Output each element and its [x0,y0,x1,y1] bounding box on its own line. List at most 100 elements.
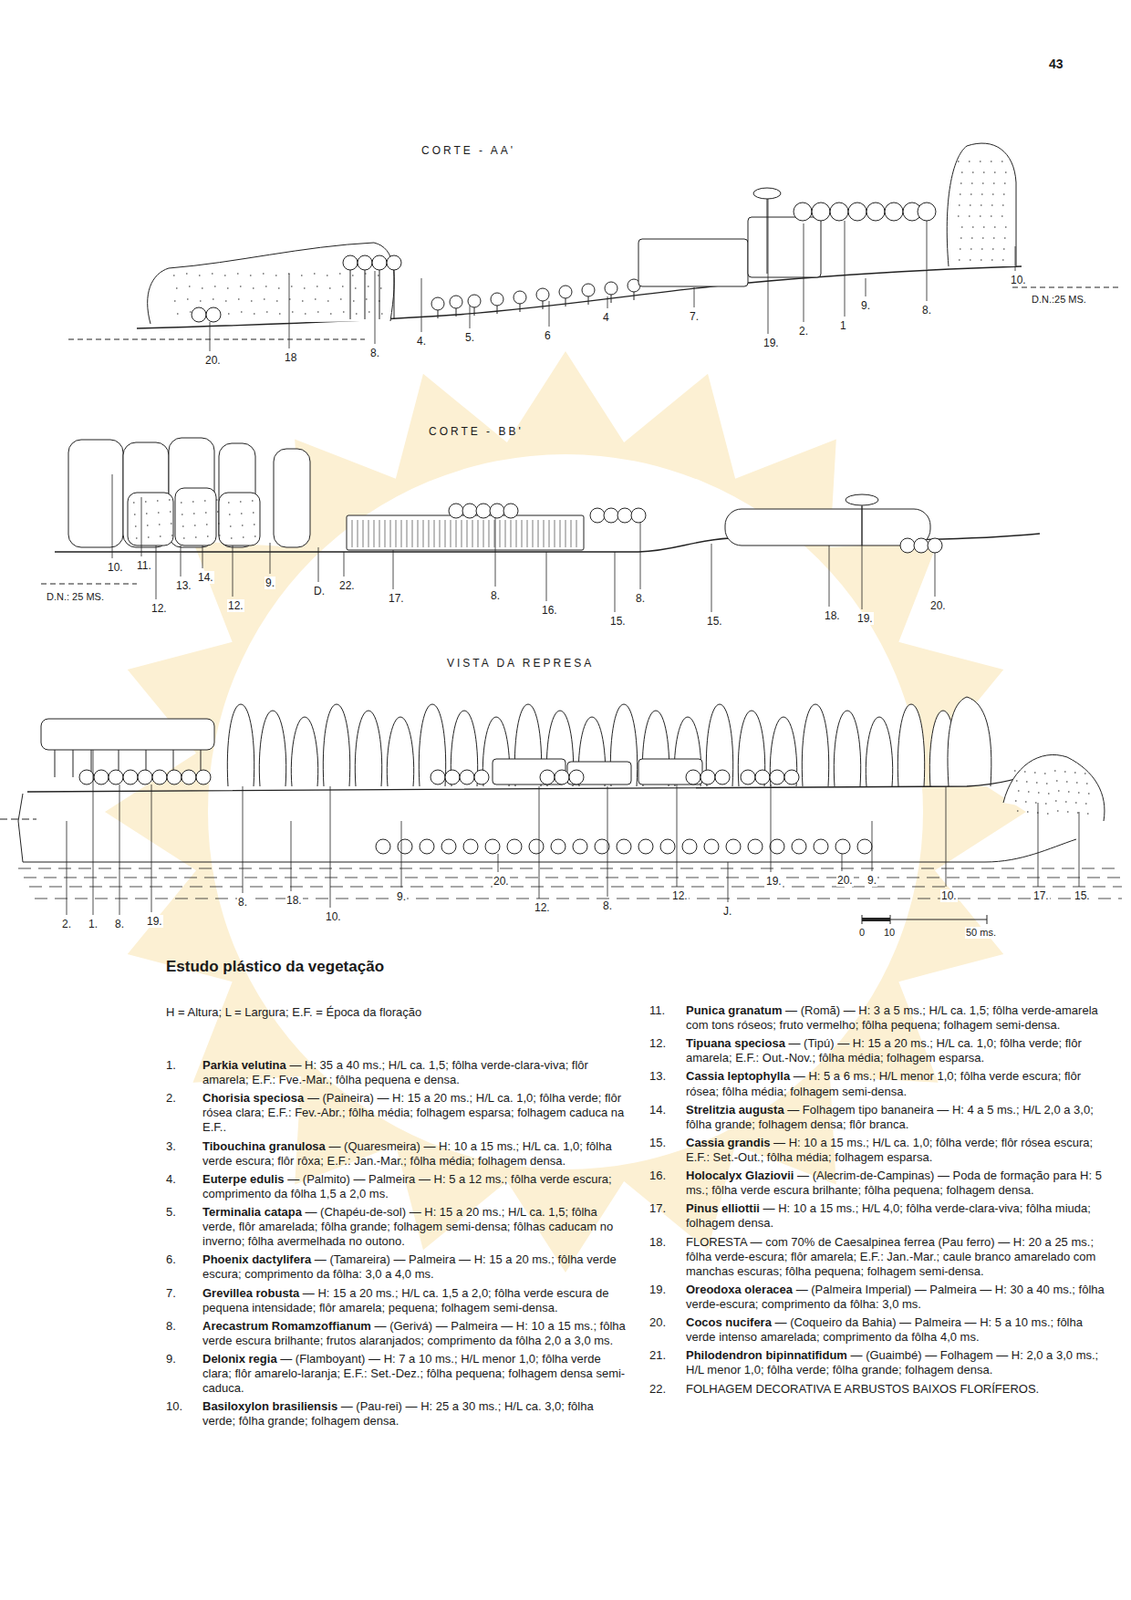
scale-bar-fill [861,917,891,922]
coconut-palm [704,839,719,854]
palm-crown [884,202,903,221]
shrub-stem [437,310,439,319]
water-line [34,898,1122,900]
canopy-crown [79,769,94,785]
callout-number: 18. [823,609,841,623]
coconut-palm [726,839,741,854]
section-heading: CORTE - AA' [421,144,516,157]
callout-number: 1. [87,917,99,931]
canopy-crown [700,769,716,785]
cliff-forest [946,143,1017,267]
callout-number: 14. [197,570,215,584]
leader-line [1079,811,1080,887]
tree-texture [133,499,257,539]
canopy-crown [137,769,153,785]
callout-number: 7. [688,310,700,323]
shrub-crown [559,285,572,299]
callout-number: 12. [227,599,245,613]
leader-line [269,542,271,574]
item-number: 6. [166,1252,177,1267]
item-number: 22. [649,1381,666,1397]
species-name: Parkia velutina [202,1058,287,1072]
canopy-crown [715,769,730,785]
canopy-crown [474,769,489,785]
datum-line [68,339,365,341]
palm-crown [372,255,387,270]
species-entry: Chorisia speciosa — (Paineira) — H: 15 a… [202,1090,630,1135]
species-entry: Terminalia catapa — (Chapéu-de-sol) — H:… [202,1204,630,1249]
cypress-tree [290,716,318,787]
species-name: Tipuana speciosa [685,1036,786,1050]
callout-number: 12. [671,889,689,903]
tipuana-mass [492,758,566,785]
forest-mass [725,508,931,546]
species-name: Tibouchina granulosa [202,1139,326,1153]
leader-line [232,545,234,597]
flamboyant-mass [747,217,821,278]
callout-number: 4 [601,311,611,324]
leader-line [151,784,153,913]
species-name: Pinus elliottii [685,1201,760,1215]
imperial-palm-crown [845,494,879,506]
scale-bar [861,914,987,924]
species-entry: Cassia grandis — H: 10 a 15 ms.; H/L ca.… [685,1135,1113,1165]
callout-number: 15. [609,614,627,628]
tall-tree [273,448,311,548]
tree-mass [218,492,260,546]
callout-number: 2. [798,324,810,338]
dimension-label: 50 ms. [964,926,997,939]
species-entry: Tipuana speciosa — (Tipú) — H: 15 a 20 m… [685,1036,1113,1066]
coconut-palm [572,839,588,854]
canopy-crown [459,769,475,785]
shore-vegetation [1003,754,1105,821]
species-entry: Philodendron bipinnatifidum — (Guaimbé) … [685,1348,1113,1378]
item-number: 19. [649,1282,666,1298]
coconut-palm [682,839,697,854]
item-number: 13. [649,1068,666,1084]
rock-band [18,793,1077,862]
tall-tree [68,439,124,548]
item-number: 20. [649,1315,666,1330]
callout-number: 16. [540,603,559,617]
leader-line [945,786,947,887]
forest-mass [147,242,395,324]
palm-crown [590,508,605,523]
palm-trunk [379,269,381,320]
shrub-stem [519,303,521,312]
leader-line [202,545,204,569]
item-number: 8. [166,1318,177,1334]
forest-canopy [41,718,215,750]
shrub-stem [456,308,457,317]
coconut-palm [927,538,943,553]
species-name: Delonix regia [202,1351,278,1366]
coconut-palm [441,839,457,854]
species-name: Cassia grandis [685,1135,771,1150]
callout-number: J. [722,904,733,918]
coconut-palm [507,839,522,854]
section-heading: VISTA DA REPRESA [446,656,594,670]
callout-number: 10. [940,889,958,903]
coconut-palm [835,839,851,854]
forest-texture [173,273,384,314]
species-entry: Pinus elliottii — H: 10 a 15 ms.; H/L 4,… [685,1201,1113,1231]
callout-number: 9. [264,576,276,590]
shrub-stem [497,305,499,314]
coconut-palm [769,839,785,854]
species-name: Grevillea robusta [202,1286,300,1300]
tipuana-mass [638,758,703,785]
dimension-label: 0 [858,926,866,939]
leader-line [421,278,423,333]
callout-number: 10. [106,560,125,574]
grevillea-mass [638,238,748,287]
legend-note: H = Altura; L = Largura; E.F. = Época da… [166,1005,422,1020]
coconut-palm [747,839,763,854]
water-line [23,877,1122,879]
item-number: 17. [649,1201,666,1216]
species-entry: FOLHAGEM DECORATIVA E ARBUSTOS BAIXOS FL… [685,1381,1113,1397]
species-name: Basiloxylon brasiliensis [202,1399,338,1413]
species-name: Euterpe edulis [202,1172,285,1186]
canopy-crown [123,769,138,785]
cypress-tree [259,710,286,787]
leader-line [727,861,729,903]
terrace-line [27,766,1049,792]
